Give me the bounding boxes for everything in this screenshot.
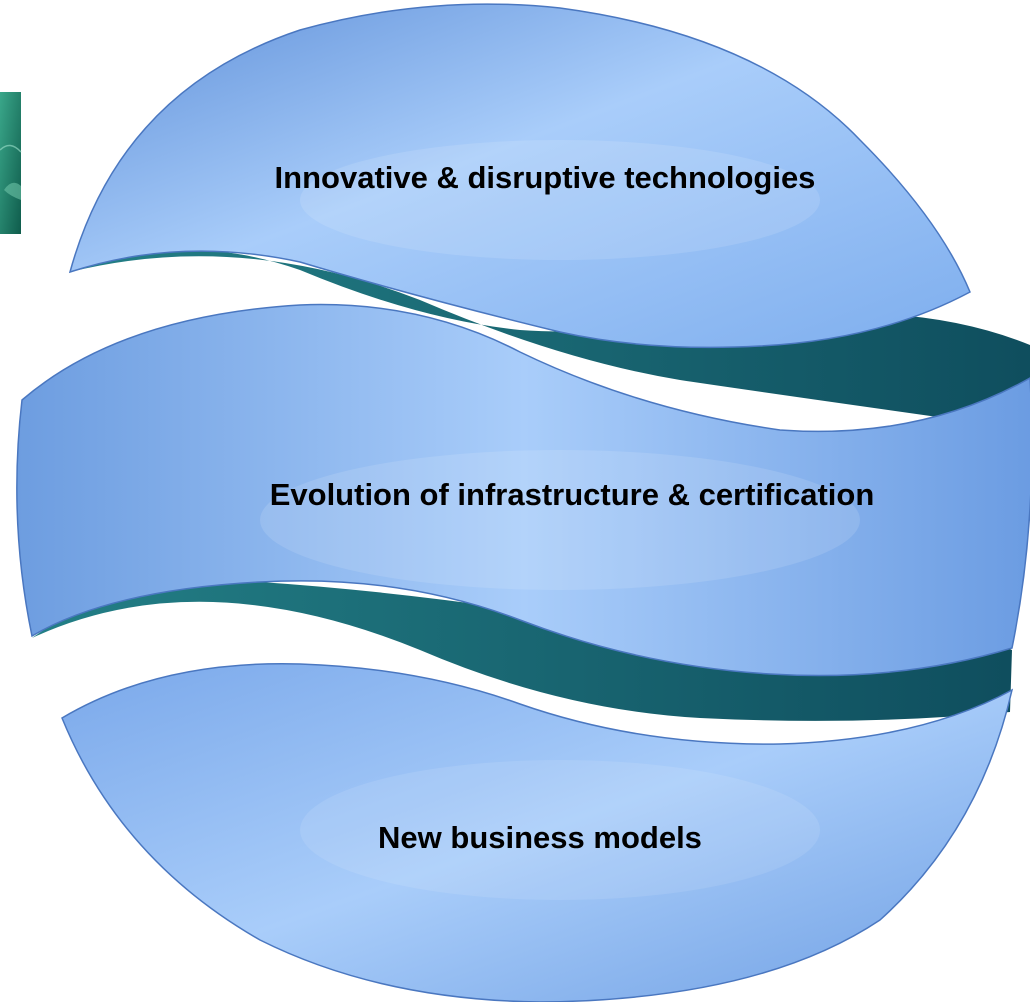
band-label-infrastructure: Evolution of infrastructure & certificat… <box>270 477 875 512</box>
band-middle <box>16 303 1030 677</box>
band-label-technologies: Innovative & disruptive technologies <box>275 160 816 195</box>
landscape-thumbnail-icon <box>0 92 22 234</box>
band-label-business-models: New business models <box>378 820 702 855</box>
band-bottom <box>61 662 1014 1002</box>
band-top <box>68 3 971 349</box>
ribbon-upper <box>70 249 1030 430</box>
